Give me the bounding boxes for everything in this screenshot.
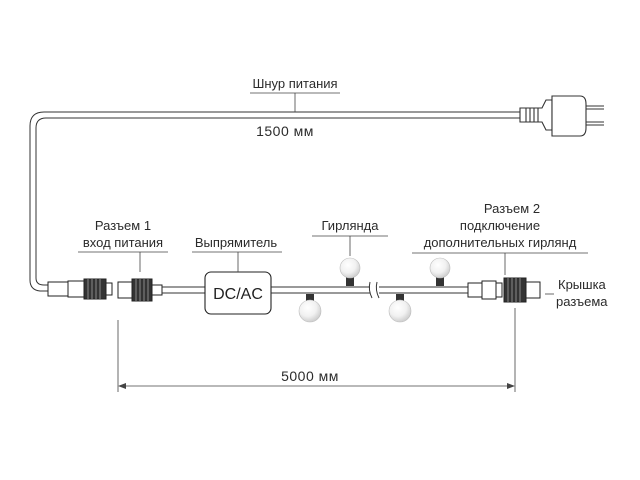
cap-label-line2: разъема bbox=[556, 294, 608, 309]
connector-2-label-line2: подключение bbox=[460, 218, 540, 233]
connector-2-label-line1: Разъем 2 bbox=[484, 201, 540, 216]
connector-2-icon bbox=[467, 280, 503, 300]
bulb-up-1 bbox=[339, 257, 361, 286]
connector-1-label-line2: вход питания bbox=[83, 235, 163, 250]
connector-1-plug-icon bbox=[47, 278, 113, 300]
garland-label: Гирлянда bbox=[322, 218, 380, 233]
cap-label-line1: Крышка bbox=[558, 277, 607, 292]
power-cord-length: 1500 мм bbox=[256, 123, 314, 139]
dimension-5000 bbox=[117, 308, 516, 392]
bulb-up-2 bbox=[429, 257, 451, 286]
rectifier-label: Выпрямитель bbox=[195, 235, 278, 250]
connector-1-socket-icon bbox=[117, 278, 163, 302]
cable-segment-3 bbox=[379, 286, 468, 294]
cable-break-marks bbox=[368, 281, 380, 299]
power-cord-label: Шнур питания bbox=[252, 76, 337, 91]
cable-segment-2 bbox=[271, 286, 370, 294]
total-length-label: 5000 мм bbox=[281, 368, 339, 384]
euro-plug-icon bbox=[519, 95, 604, 137]
connector-1-label-line1: Разъем 1 bbox=[95, 218, 151, 233]
rectifier-box-text: DC/AC bbox=[213, 286, 263, 303]
connector-2-label-line3: дополнительных гирлянд bbox=[424, 235, 577, 250]
connector-cap-icon bbox=[503, 277, 541, 303]
bulb-down-2 bbox=[388, 294, 412, 323]
bulb-down-1 bbox=[298, 294, 322, 323]
cable-segment-1 bbox=[162, 286, 205, 294]
power-cord bbox=[29, 111, 520, 292]
